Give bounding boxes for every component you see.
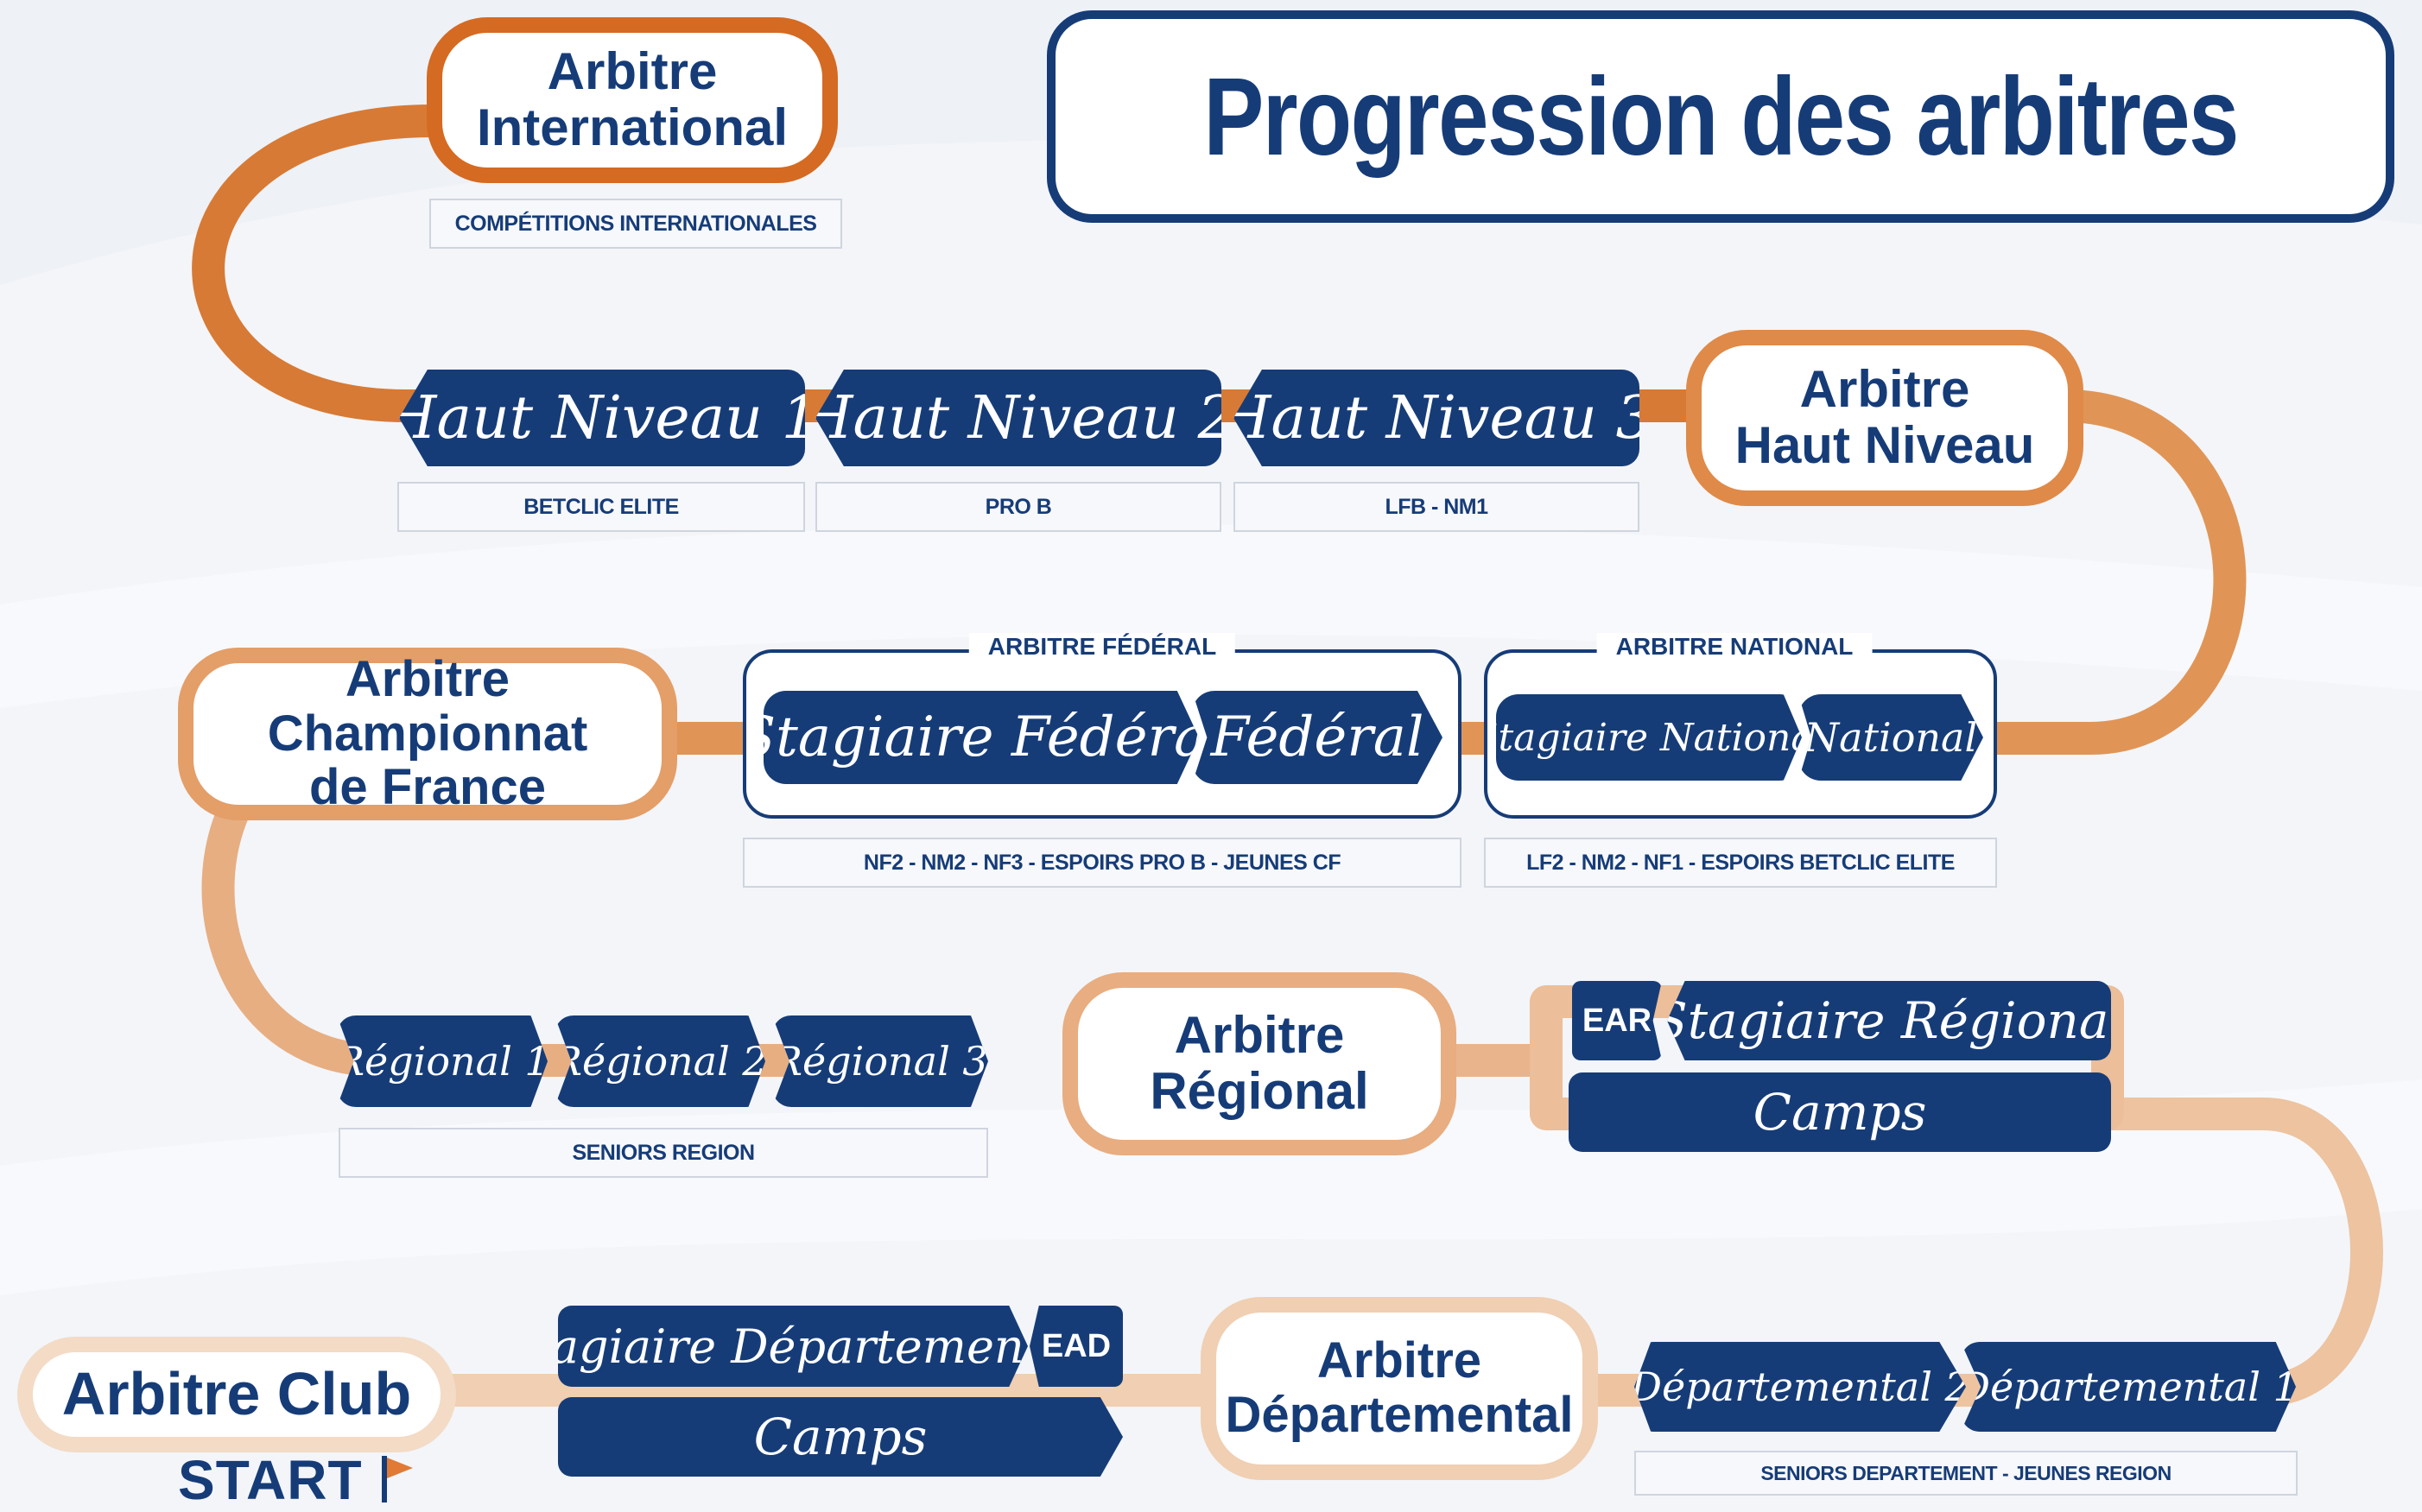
national-badge: National bbox=[1798, 694, 1983, 781]
arbitre-international-node: Arbitre International bbox=[427, 17, 838, 183]
haut-niveau-2-caption: PRO B bbox=[815, 482, 1221, 532]
championnat-line2: de France bbox=[309, 759, 546, 816]
ead-badge: EAD bbox=[1030, 1306, 1123, 1387]
haut-niveau-1-caption: BETCLIC ELITE bbox=[397, 482, 805, 532]
federal-caption: NF2 - NM2 - NF3 - ESPOIRS PRO B - JEUNES… bbox=[743, 838, 1461, 888]
departemental-line1: Arbitre bbox=[1316, 1332, 1482, 1389]
page-title: Progression des arbitres bbox=[1203, 54, 2239, 179]
haut-niveau-line1: Arbitre bbox=[1799, 360, 1970, 419]
ear-badge: EAR bbox=[1572, 981, 1662, 1060]
stagiaire-departemental-badge: Stagiaire Départemental bbox=[558, 1306, 1028, 1387]
haut-niveau-3-caption: LFB - NM1 bbox=[1233, 482, 1639, 532]
international-caption: COMPÉTITIONS INTERNATIONALES bbox=[429, 199, 842, 249]
haut-niveau-1-badge: Haut Niveau 1 bbox=[399, 370, 805, 466]
start-label: START bbox=[178, 1449, 363, 1511]
regional-2-badge: Régional 2 bbox=[555, 1015, 765, 1107]
departemental-line2: Départemental bbox=[1225, 1387, 1574, 1443]
departemental-caption: SENIORS DEPARTEMENT - JEUNES REGION bbox=[1634, 1451, 2298, 1496]
international-line1: Arbitre bbox=[547, 42, 718, 101]
championnat-line1: Arbitre Championnat bbox=[267, 651, 588, 762]
arbitre-national-label: ARBITRE NATIONAL bbox=[1596, 633, 1873, 661]
international-line2: International bbox=[476, 98, 789, 156]
departemental-camps-badge: Camps bbox=[558, 1397, 1123, 1477]
regional-3-badge: Régional 3 bbox=[772, 1015, 988, 1107]
arbitre-club-node: Arbitre Club bbox=[17, 1337, 456, 1452]
haut-niveau-3-badge: Haut Niveau 3 bbox=[1233, 370, 1639, 466]
departemental-2-badge: Départemental 2 bbox=[1634, 1342, 1966, 1432]
flag-icon bbox=[378, 1452, 416, 1509]
regional-line1: Arbitre bbox=[1174, 1006, 1345, 1065]
regional-line2: Régional bbox=[1150, 1062, 1369, 1120]
regional-1-badge: Régional 1 bbox=[337, 1015, 548, 1107]
arbitre-championnat-node: Arbitre Championnat de France bbox=[178, 648, 677, 820]
path-haut-niveau-to-international bbox=[192, 104, 1709, 422]
regional-caption: SENIORS REGION bbox=[339, 1128, 988, 1178]
stagiaire-regional-badge: Stagiaire Régional bbox=[1667, 981, 2111, 1060]
arbitre-haut-niveau-node: Arbitre Haut Niveau bbox=[1686, 330, 2083, 506]
haut-niveau-line2: Haut Niveau bbox=[1734, 416, 2035, 474]
path-departemental-to-regional bbox=[1538, 1098, 2383, 1407]
start-marker: START bbox=[178, 1449, 416, 1511]
arbitre-regional-node: Arbitre Régional bbox=[1062, 972, 1456, 1155]
path-federal-to-haut-niveau bbox=[657, 389, 2247, 755]
arbitre-federal-label: ARBITRE FÉDÉRAL bbox=[968, 633, 1236, 661]
national-caption: LF2 - NM2 - NF1 - ESPOIRS BETCLIC ELITE bbox=[1484, 838, 1997, 888]
arbitre-departemental-node: Arbitre Départemental bbox=[1201, 1297, 1598, 1480]
stagiaire-federal-badge: Stagiaire Fédéral bbox=[764, 691, 1199, 784]
haut-niveau-2-badge: Haut Niveau 2 bbox=[815, 370, 1221, 466]
departemental-1-badge: Départemental 1 bbox=[1961, 1342, 2296, 1432]
federal-badge: Fédéral bbox=[1192, 691, 1442, 784]
regional-camps-badge: Camps bbox=[1569, 1072, 2111, 1152]
stagiaire-national-badge: Stagiaire National bbox=[1496, 694, 1802, 781]
title-box: Progression des arbitres bbox=[1047, 10, 2394, 223]
club-label: Arbitre Club bbox=[61, 1360, 412, 1428]
